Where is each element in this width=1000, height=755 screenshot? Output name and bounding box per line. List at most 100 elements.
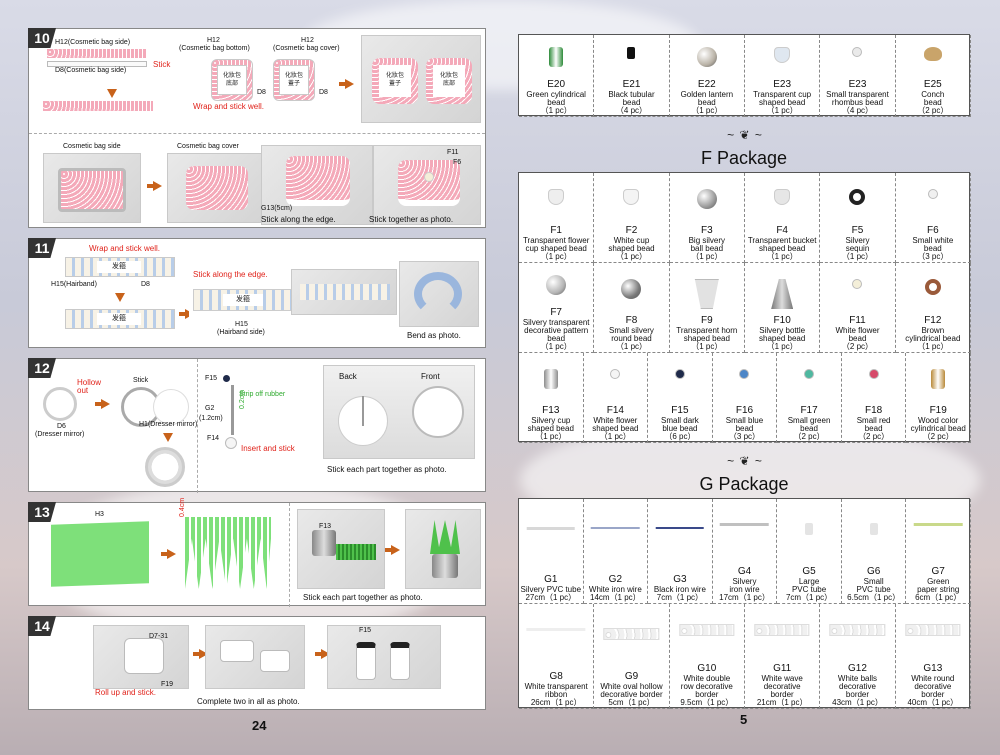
part-code: F2	[625, 225, 638, 236]
label-h15: H15	[235, 321, 248, 328]
label-d6: D6	[57, 423, 66, 430]
part-quantity: （6 pc）	[664, 432, 696, 441]
part-code: F10	[773, 315, 791, 326]
part-quantity: （1 pc）	[841, 252, 874, 261]
label-hollow: Hollow out	[77, 378, 102, 395]
part-name: Silvery cup shaped bead	[527, 416, 574, 433]
label-stick: Stick	[133, 377, 149, 384]
label-strip-rubber: Strip off rubber	[239, 391, 286, 398]
page-number-left: 24	[252, 718, 267, 733]
wrapped-panel-label: 化妝包 蓋子	[379, 65, 411, 97]
label-h12-bottom-code: H12	[207, 37, 220, 44]
bead-image	[913, 522, 963, 526]
step-13-panel: 13 H3 0.4cm F13 Stick each part together…	[28, 498, 486, 607]
part-code: F3	[700, 225, 713, 236]
part-code: F14	[606, 405, 624, 416]
part-name: White flower shaped bead	[592, 416, 639, 433]
step-number: 11	[28, 238, 56, 258]
bead-image	[774, 189, 791, 205]
part-code: E20	[547, 79, 566, 90]
part-code: G4	[737, 566, 752, 577]
part-quantity: （1 pc）	[917, 342, 949, 351]
label-f13: F13	[319, 523, 332, 530]
part-name: Conch bead	[921, 90, 945, 107]
part-name: Silvery PVC tube 27cm（1 pc）	[520, 585, 582, 602]
part-code: E22	[697, 79, 716, 90]
bead-image	[655, 526, 705, 529]
bead-image	[623, 189, 640, 205]
bead-image	[679, 623, 735, 636]
part-name: Black iron wire 7cm（1 pc）	[653, 585, 706, 602]
label-insert: Insert and stick	[241, 444, 295, 453]
bead-image	[931, 369, 946, 389]
bead-image	[627, 47, 636, 59]
bead-white-flower	[225, 437, 237, 449]
part-code: G10	[697, 663, 717, 674]
label-f6: F6	[453, 159, 462, 166]
part-name: Small dark blue bead	[661, 416, 699, 433]
bead-image	[852, 279, 863, 289]
bead-image	[591, 526, 640, 529]
part-name: White oval hollow decorative border 5cm（…	[600, 682, 663, 707]
bead-dark-blue	[223, 375, 230, 382]
part-quantity: （1 pc）	[766, 106, 798, 115]
part-code: F4	[776, 225, 788, 236]
part-name: White wave decorative border 21cm（1 pc）	[756, 674, 808, 707]
arrow-right	[161, 549, 176, 559]
part-name: Small white bead	[912, 236, 954, 253]
bead-image	[905, 623, 961, 636]
part-name: White iron wire 14cm（1 pc）	[588, 585, 642, 602]
bead-image	[720, 522, 769, 526]
bead-image	[805, 522, 814, 535]
part-name: Silvery transparent decorative pattern b…	[522, 318, 590, 343]
label-h1: H1(Dresser mirror)	[139, 421, 198, 428]
part-quantity: （2 pc）	[841, 342, 874, 351]
part-quantity: （3 pc）	[917, 252, 949, 261]
part-quantity: （1 pc）	[691, 342, 723, 351]
part-code: F13	[542, 405, 560, 416]
finished-bottles-photo	[327, 625, 441, 689]
wire	[231, 385, 234, 435]
step-12-panel: 12 Hollow out Stick D6 (Dresser mirror) …	[28, 358, 486, 493]
part-code: F12	[924, 315, 942, 326]
bead-image	[674, 369, 685, 379]
flourish-ornament: ~ ❦ ~	[727, 454, 763, 468]
bead-image	[923, 47, 942, 61]
label-f11: F11	[447, 149, 459, 156]
part-name: White double row decorative border 9.5cm…	[680, 674, 734, 707]
step-11-panel: 11 Wrap and stick well. 发箍 H15(Hairband)…	[28, 238, 486, 348]
part-quantity: （4 pc）	[841, 106, 874, 115]
label-h12-cover: (Cosmetic bag cover)	[273, 45, 340, 52]
bag-finished-photo	[373, 145, 481, 225]
bead-image	[546, 275, 567, 295]
green-paper	[51, 521, 149, 587]
part-quantity: （1 pc）	[535, 432, 567, 441]
part-name: Large PVC tube 7cm（1 pc）	[785, 577, 833, 602]
part-code: F6	[926, 225, 939, 236]
mirror-ring	[43, 387, 77, 421]
part-quantity: （2 pc）	[793, 432, 825, 441]
part-name: Black tubular bead	[608, 90, 655, 107]
bead-image	[603, 627, 660, 640]
step-14-panel: 14 D7-31 F19 Roll up and stick. F15 Comp…	[28, 616, 486, 710]
part-name: White balls decorative border 43cm（1 pc）	[832, 674, 883, 707]
part-quantity: （1 pc）	[691, 252, 723, 261]
bead-image	[927, 189, 938, 199]
part-quantity: （1 pc）	[766, 342, 798, 351]
caption-stick-each: Stick each part together as photo.	[303, 593, 423, 602]
